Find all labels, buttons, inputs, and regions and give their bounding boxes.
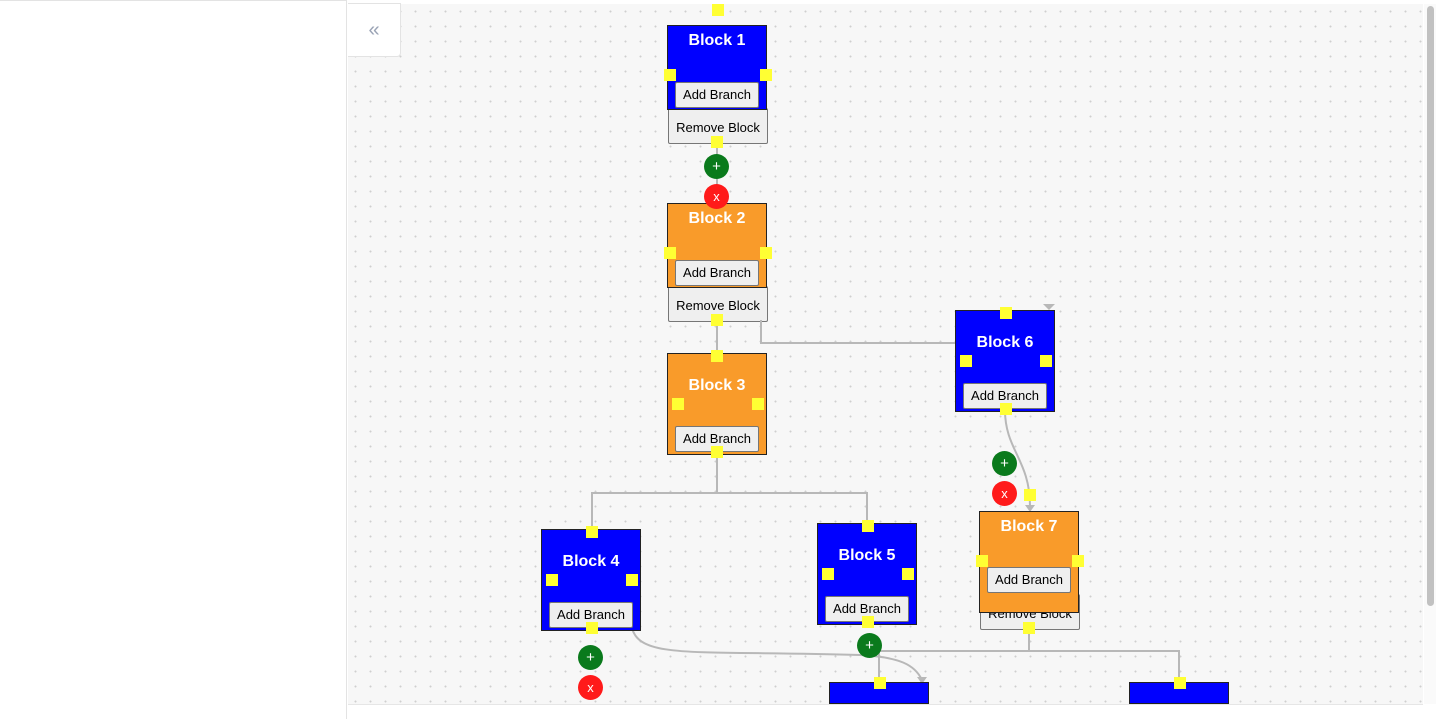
add-block-icon[interactable]: +	[857, 633, 882, 658]
connection-port[interactable]	[1000, 307, 1012, 319]
connection-port[interactable]	[862, 616, 874, 628]
add-block-icon[interactable]: +	[992, 451, 1017, 476]
connection-port[interactable]	[752, 398, 764, 410]
flow-canvas[interactable]	[348, 4, 1423, 705]
connection-port[interactable]	[664, 247, 676, 259]
add-branch-button[interactable]: Add Branch	[675, 260, 759, 286]
connection-port[interactable]	[760, 69, 772, 81]
collapse-panel-button[interactable]: «	[348, 3, 401, 57]
connection-port[interactable]	[672, 398, 684, 410]
connection-port[interactable]	[862, 520, 874, 532]
flow-block-1[interactable]: Block 1 Add Branch	[667, 25, 767, 110]
add-branch-button[interactable]: Add Branch	[675, 82, 759, 108]
connection-port[interactable]	[711, 350, 723, 362]
connection-port[interactable]	[712, 4, 724, 16]
connection-port[interactable]	[1040, 355, 1052, 367]
flow-block-6[interactable]: Block 6 Add Branch	[955, 310, 1055, 412]
connection-port[interactable]	[960, 355, 972, 367]
connection-port[interactable]	[546, 574, 558, 586]
remove-edge-icon[interactable]: x	[578, 675, 603, 700]
connection-port[interactable]	[1072, 555, 1084, 567]
connection-port[interactable]	[874, 677, 886, 689]
add-branch-button[interactable]: Add Branch	[987, 567, 1071, 593]
connection-port[interactable]	[626, 574, 638, 586]
block-title: Block 4	[562, 553, 620, 570]
remove-edge-icon[interactable]: x	[992, 481, 1017, 506]
connection-port[interactable]	[664, 69, 676, 81]
add-block-icon[interactable]: +	[578, 645, 603, 670]
side-panel	[0, 0, 347, 719]
block-title: Block 1	[688, 32, 746, 49]
block-title: Block 7	[1000, 518, 1058, 535]
block-title: Block 3	[688, 377, 746, 394]
connection-port[interactable]	[1000, 403, 1012, 415]
vertical-scrollbar[interactable]	[1424, 4, 1436, 704]
connection-port[interactable]	[902, 568, 914, 580]
flow-block-5[interactable]: Block 5 Add Branch	[817, 523, 917, 625]
connection-port[interactable]	[976, 555, 988, 567]
connection-port[interactable]	[822, 568, 834, 580]
connection-port[interactable]	[760, 247, 772, 259]
block-title: Block 2	[688, 210, 746, 227]
connection-port[interactable]	[711, 136, 723, 148]
flow-block-2[interactable]: Block 2 Add Branch	[667, 203, 767, 288]
connection-port[interactable]	[586, 622, 598, 634]
connection-port[interactable]	[1024, 489, 1036, 501]
connection-port[interactable]	[1174, 677, 1186, 689]
flow-block-3[interactable]: Block 3 Add Branch	[667, 353, 767, 455]
remove-edge-icon[interactable]: x	[704, 184, 729, 209]
flow-block-7[interactable]: Block 7 Add Branch	[979, 511, 1079, 613]
block-title: Block 6	[976, 334, 1034, 351]
scrollbar-thumb[interactable]	[1427, 6, 1434, 606]
connection-port[interactable]	[711, 446, 723, 458]
connection-port[interactable]	[1023, 622, 1035, 634]
connection-port[interactable]	[586, 526, 598, 538]
double-chevron-left-icon: «	[368, 18, 380, 41]
block-title: Block 5	[838, 547, 896, 564]
add-block-icon[interactable]: +	[704, 154, 729, 179]
connection-port[interactable]	[711, 314, 723, 326]
